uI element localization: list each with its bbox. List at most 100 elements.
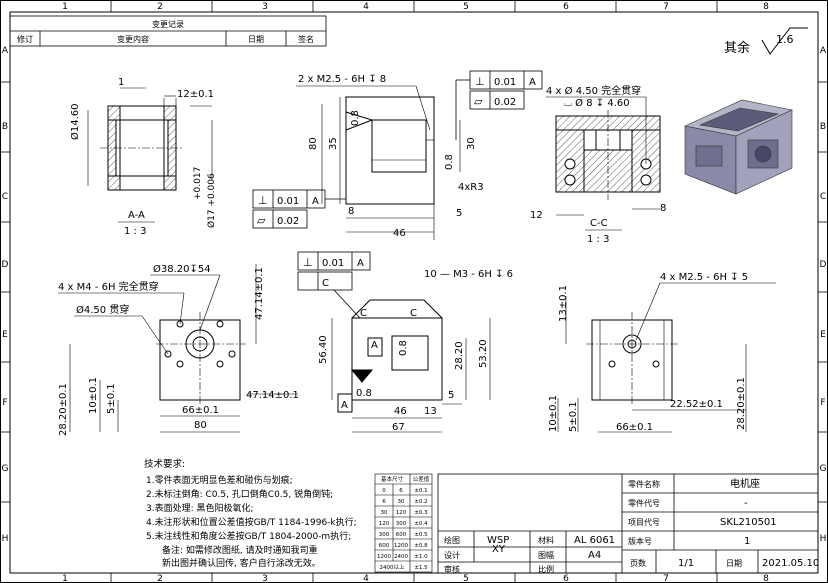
fcf-middle [297,251,371,319]
col-label: 8 [763,2,769,12]
tech-req-item: 5.未注线性和角度公差按GB/T 1804-2000-m执行; [146,530,351,542]
fcf-middle-datum: A [357,258,364,269]
tb-project: SKL210501 [720,517,777,528]
fcf2-symbol: ▱ [474,95,483,108]
dim-front-5: 5 [456,208,462,219]
dim-right-66: 66±0.1 [616,422,653,433]
front-top-view [321,96,461,240]
tol-cell: 30 [398,499,405,505]
revision-col-date: 日期 [248,35,264,44]
dim-middle-0-8a: 0.8 [398,340,409,356]
surface-note: 其余 [724,40,750,56]
tb-part-code-label: 零件代号 [628,498,660,508]
col-label: 4 [363,574,369,583]
left-hole-note: Ø4.50 贯穿 [76,303,129,316]
tol-cell: ±0.4 [414,521,428,527]
tb-project-label: 项目代号 [628,517,660,527]
col-label: 2 [157,2,163,12]
col-label: 2 [157,574,163,583]
tol-header: 基本尺寸 [381,475,404,483]
tol-cell: ±0.8 [414,543,428,549]
dim-aa-width: 12±0.1 [177,89,214,100]
row-label: F [820,398,825,408]
datum-a-1: A [371,340,378,351]
tol-cell: 2400以上 [380,563,405,571]
revision-title: 变更记录 [152,19,184,29]
dim-right-13: 13±0.1 [558,285,569,322]
dim-middle-0-8b: 0.8 [356,388,372,399]
dim-left-28: 28.20±0.1 [58,383,69,436]
tol-cell: 6 [399,488,403,494]
tech-req-item: 4.未注形状和位置公差值按GB/T 1184-1996-k执行; [146,516,357,528]
dim-middle-67: 67 [392,422,405,433]
tech-req-item: 1.零件表面无明显色差和碰伤与划痕; [146,474,293,486]
col-label: 3 [262,2,268,12]
col-label: 1 [62,574,68,583]
dim-right-5: 5±0.1 [568,401,579,432]
dim-left-80: 80 [194,420,207,431]
fcf-flatness [252,189,346,229]
tb-date-label: 日期 [726,559,742,568]
tol-cell: 120 [396,510,407,516]
row-label: G [820,464,827,474]
cc-hole-depth: ⌴ Ø 8 ↧ 4.60 [564,97,630,109]
tolerance-table [374,473,433,573]
fcf1-datum: A [529,77,536,88]
tech-req-item: 3.表面处理: 黑色阳极氧化; [146,502,254,514]
tb-review: XY [492,544,506,555]
tb-material: AL 6061 [574,535,615,546]
row-label: E [2,330,8,340]
dim-front-46: 46 [393,228,406,239]
isometric-3d-view [684,99,793,195]
section-cc-scale: 1 : 3 [587,234,609,245]
row-label: G [2,464,9,474]
dim-middle-5: 5 [448,390,454,401]
tol-cell: 600 [396,532,407,538]
dim-aa-1: 1 [118,77,124,88]
left-view [58,264,298,433]
front-thread-note: 2 x M2.5 - 6H ↧ 8 [298,74,386,85]
tb-part-name-label: 零件名称 [628,479,660,489]
fcf3-datum: A [312,196,319,207]
tb-part-code: - [744,498,748,509]
title-block [437,473,819,574]
tb-material-label: 材料 [538,535,554,545]
col-label: 1 [62,2,68,12]
tb-part-name: 电机座 [730,477,760,490]
col-label: 5 [463,2,469,12]
dim-left-10: 10±0.1 [88,377,99,414]
section-aa-label: A-A [128,210,145,221]
dim-front-35: 35 [328,137,339,150]
col-label: 7 [663,2,669,12]
section-aa-scale: 1 : 3 [124,226,146,237]
tb-drawn-label: 绘图 [444,535,460,545]
fcf1-symbol: ⊥ [475,75,485,88]
dim-right-28: 28.20±0.1 [736,377,747,430]
fcf3-value: 0.01 [277,196,299,207]
tb-drawn: WSP [487,535,509,546]
dim-aa-tol-bottom: Ø17 +0.006 [206,173,217,228]
fcf4-symbol: ▱ [257,214,266,227]
left-bore-note: Ø38.20↧54 [153,263,211,275]
col-label: 6 [563,574,569,583]
tol-cell: 300 [396,521,407,527]
fcf1-value: 0.01 [494,77,516,88]
col-label: 7 [663,574,669,583]
left-thread-note: 4 x M4 - 6H 完全贯穿 [58,280,159,293]
tol-cell: 120 [379,521,390,527]
roughness-value: 1.6 [776,33,794,46]
tol-cell: 1200 [394,543,408,549]
tol-cell: ±0.3 [414,510,428,516]
fcf4-value: 0.02 [277,216,299,227]
middle-view [331,299,491,433]
col-label: 6 [563,2,569,12]
tb-date: 2021.05.10 [762,558,819,569]
dim-front-30: 30 [466,137,477,150]
row-label: H [820,534,827,544]
dim-left-47-vertical: 47.14±0.1 [254,267,265,320]
dim-right-22: 22.52±0.1 [670,399,723,410]
row-label: D [2,260,9,270]
tech-req-note: 新出图并确认回传, 客户自行涂改无效。 [162,557,321,569]
dim-middle-53: 53.20 [478,339,489,368]
tol-cell: 30 [381,510,388,516]
